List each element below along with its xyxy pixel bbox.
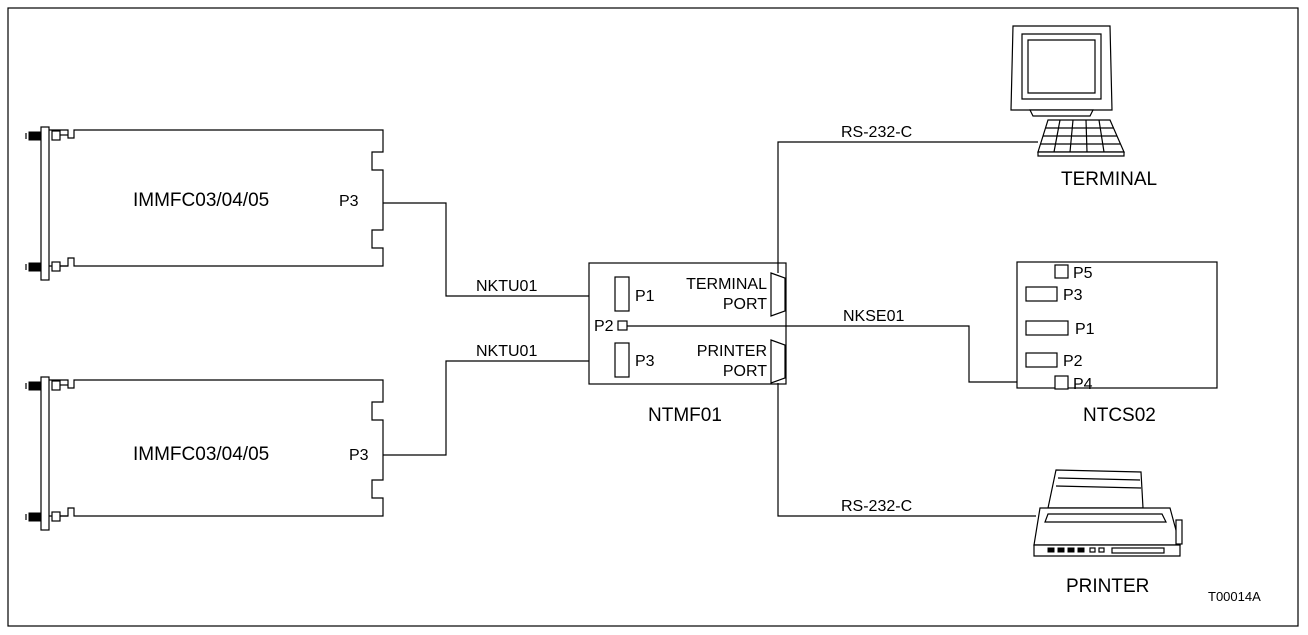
fastener-icon — [25, 380, 68, 391]
board-name: IMMFC03/04/05 — [133, 190, 269, 211]
printer-port-connector — [770, 339, 786, 384]
upper-nktu-cable — [383, 202, 615, 297]
p5-label: P5 — [1073, 265, 1093, 282]
p4-label: P4 — [1073, 376, 1093, 393]
terminal-port-label-line1: TERMINAL — [686, 276, 767, 293]
faceplate — [40, 126, 50, 281]
p3-connector — [1025, 286, 1058, 302]
fastener-icon — [25, 261, 68, 272]
terminal-rs232-label: RS-232-C — [841, 124, 912, 141]
ntmf01-unit: P1 P2 P3 TERMINAL PORT PRINTER PORT — [588, 262, 787, 385]
p2-connector — [617, 320, 628, 331]
p1-label: P1 — [1075, 321, 1095, 338]
ntcs02-name: NTCS02 — [1083, 405, 1156, 426]
faceplate — [40, 376, 50, 531]
printer-rs232-label: RS-232-C — [841, 498, 912, 515]
nkse-cable — [627, 325, 1055, 383]
board-outline — [49, 379, 384, 517]
p1-connector — [614, 276, 630, 312]
p1-label: P1 — [635, 288, 655, 305]
p5-connector — [1054, 264, 1069, 279]
upper-mfc-board: IMMFC03/04/05 P3 — [25, 126, 384, 281]
terminal-rs232-cable — [777, 141, 1038, 273]
lower-mfc-board: IMMFC03/04/05 P3 — [25, 376, 384, 531]
lower-nktu-cable — [383, 360, 615, 456]
ntmf01-name: NTMF01 — [648, 405, 722, 426]
ntcs02-unit: P5 P3 P1 P2 P4 — [1016, 261, 1218, 393]
terminal-label: TERMINAL — [1061, 169, 1157, 190]
board-outline — [49, 129, 384, 267]
terminal-icon — [1010, 25, 1125, 157]
board-connector-label: P3 — [349, 447, 369, 464]
fastener-icon — [25, 130, 68, 141]
p2-label: P2 — [594, 318, 614, 335]
printer-port-label-line2: PORT — [723, 363, 767, 380]
board-connector-label: P3 — [339, 193, 359, 210]
p3-label: P3 — [635, 353, 655, 370]
p1-connector — [1025, 320, 1069, 336]
p3-connector — [614, 342, 630, 378]
lower-nktu-label: NKTU01 — [476, 343, 537, 360]
nkse-label: NKSE01 — [843, 308, 904, 325]
p2-label: P2 — [1063, 353, 1083, 370]
upper-nktu-label: NKTU01 — [476, 278, 537, 295]
p3-label: P3 — [1063, 287, 1083, 304]
fastener-icon — [25, 511, 68, 522]
p4-connector — [1054, 375, 1069, 390]
figure-id: T00014A — [1208, 589, 1261, 604]
printer-port-label-line1: PRINTER — [697, 343, 767, 360]
terminal-port-label-line2: PORT — [723, 296, 767, 313]
printer-icon — [1033, 469, 1183, 557]
p2-connector — [1025, 352, 1058, 368]
printer-rs232-cable — [777, 383, 1036, 517]
printer-label: PRINTER — [1066, 576, 1149, 597]
board-name: IMMFC03/04/05 — [133, 444, 269, 465]
terminal-port-connector — [770, 272, 786, 317]
